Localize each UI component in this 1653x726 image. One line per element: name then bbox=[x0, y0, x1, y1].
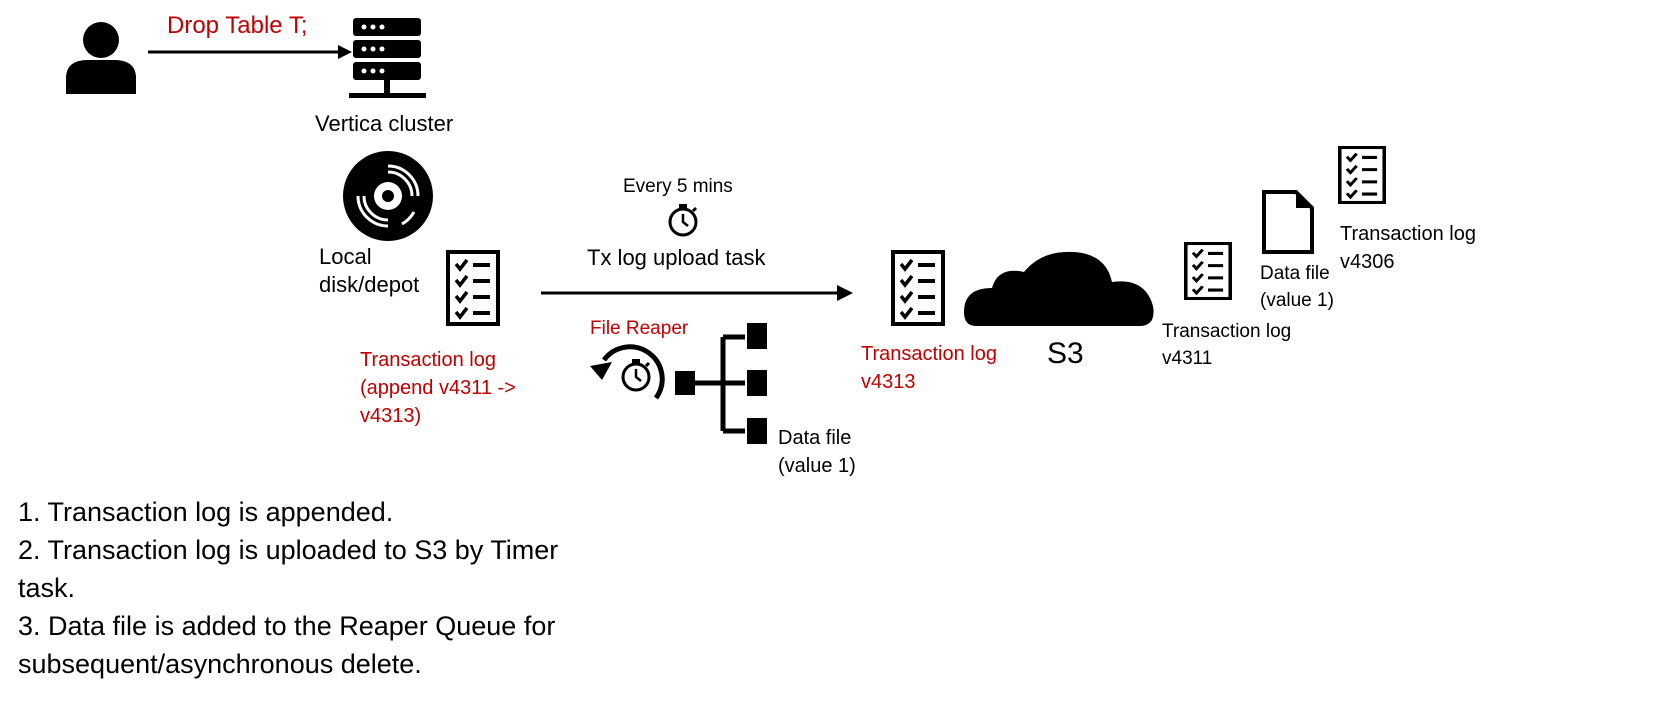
log-b-line2: v4306 bbox=[1340, 251, 1395, 273]
file-reaper-label: File Reaper bbox=[590, 318, 689, 339]
steps-notes: 1. Transaction log is appended. 2. Trans… bbox=[18, 493, 558, 683]
log-b-line1: Transaction log bbox=[1340, 223, 1476, 245]
local-log-line2: (append v4311 -> bbox=[360, 377, 516, 399]
stopwatch-icon bbox=[668, 202, 698, 237]
local-transaction-log-icon bbox=[446, 250, 500, 326]
reaper-data-file-line1: Data file bbox=[778, 427, 852, 449]
note-line: subsequent/asynchronous delete. bbox=[18, 649, 422, 679]
local-disk-line2: disk/depot bbox=[319, 272, 420, 297]
log-a-line2: v4311 bbox=[1162, 348, 1213, 369]
user-icon bbox=[66, 22, 136, 94]
file-icon bbox=[1262, 190, 1314, 254]
transaction-log-v4306-label: Transaction log v4306 bbox=[1340, 220, 1476, 276]
hierarchy-icon bbox=[675, 323, 767, 444]
upload-interval-label: Every 5 mins bbox=[623, 176, 733, 197]
local-transaction-log-label: Transaction log (append v4311 -> v4313) bbox=[360, 346, 516, 430]
local-disk-line1: Local bbox=[319, 244, 372, 269]
transaction-log-v4311-label: Transaction log v4311 bbox=[1162, 318, 1291, 372]
cloud-icon bbox=[964, 251, 1154, 326]
vertica-cluster-label: Vertica cluster bbox=[315, 111, 454, 136]
local-log-line3: v4313) bbox=[360, 405, 422, 427]
reaper-data-file-line2: (value 1) bbox=[778, 455, 856, 477]
s3-transaction-log-icon bbox=[891, 250, 945, 326]
command-arrow bbox=[148, 45, 352, 59]
note-line: 3. Data file is added to the Reaper Queu… bbox=[18, 611, 556, 641]
server-icon bbox=[349, 18, 426, 98]
note-line: 2. Transaction log is uploaded to S3 by … bbox=[18, 535, 559, 565]
transaction-log-v4306-icon bbox=[1338, 145, 1386, 205]
s3-transaction-log-label: Transaction log v4313 bbox=[861, 340, 997, 396]
disk-icon bbox=[343, 151, 433, 241]
drop-table-command: Drop Table T; bbox=[167, 12, 308, 39]
log-a-line1: Transaction log bbox=[1162, 321, 1292, 342]
s3-label: S3 bbox=[1047, 337, 1084, 370]
s3-log-line2: v4313 bbox=[861, 371, 916, 393]
local-log-line1: Transaction log bbox=[360, 349, 496, 371]
transaction-log-v4311-icon bbox=[1184, 241, 1232, 301]
note-line: 1. Transaction log is appended. bbox=[18, 497, 394, 527]
upload-arrow bbox=[541, 285, 853, 301]
s3-data-file-label: Data file (value 1) bbox=[1260, 260, 1334, 314]
s3-log-line1: Transaction log bbox=[861, 343, 997, 365]
s3-data-file-line2: (value 1) bbox=[1260, 290, 1334, 311]
reaper-data-file-label: Data file (value 1) bbox=[778, 424, 856, 480]
note-line: task. bbox=[18, 573, 76, 603]
s3-data-file-line1: Data file bbox=[1260, 263, 1330, 284]
reaper-timer-icon bbox=[590, 344, 665, 400]
local-disk-label: Local disk/depot bbox=[319, 243, 419, 299]
upload-task-label: Tx log upload task bbox=[587, 245, 766, 270]
